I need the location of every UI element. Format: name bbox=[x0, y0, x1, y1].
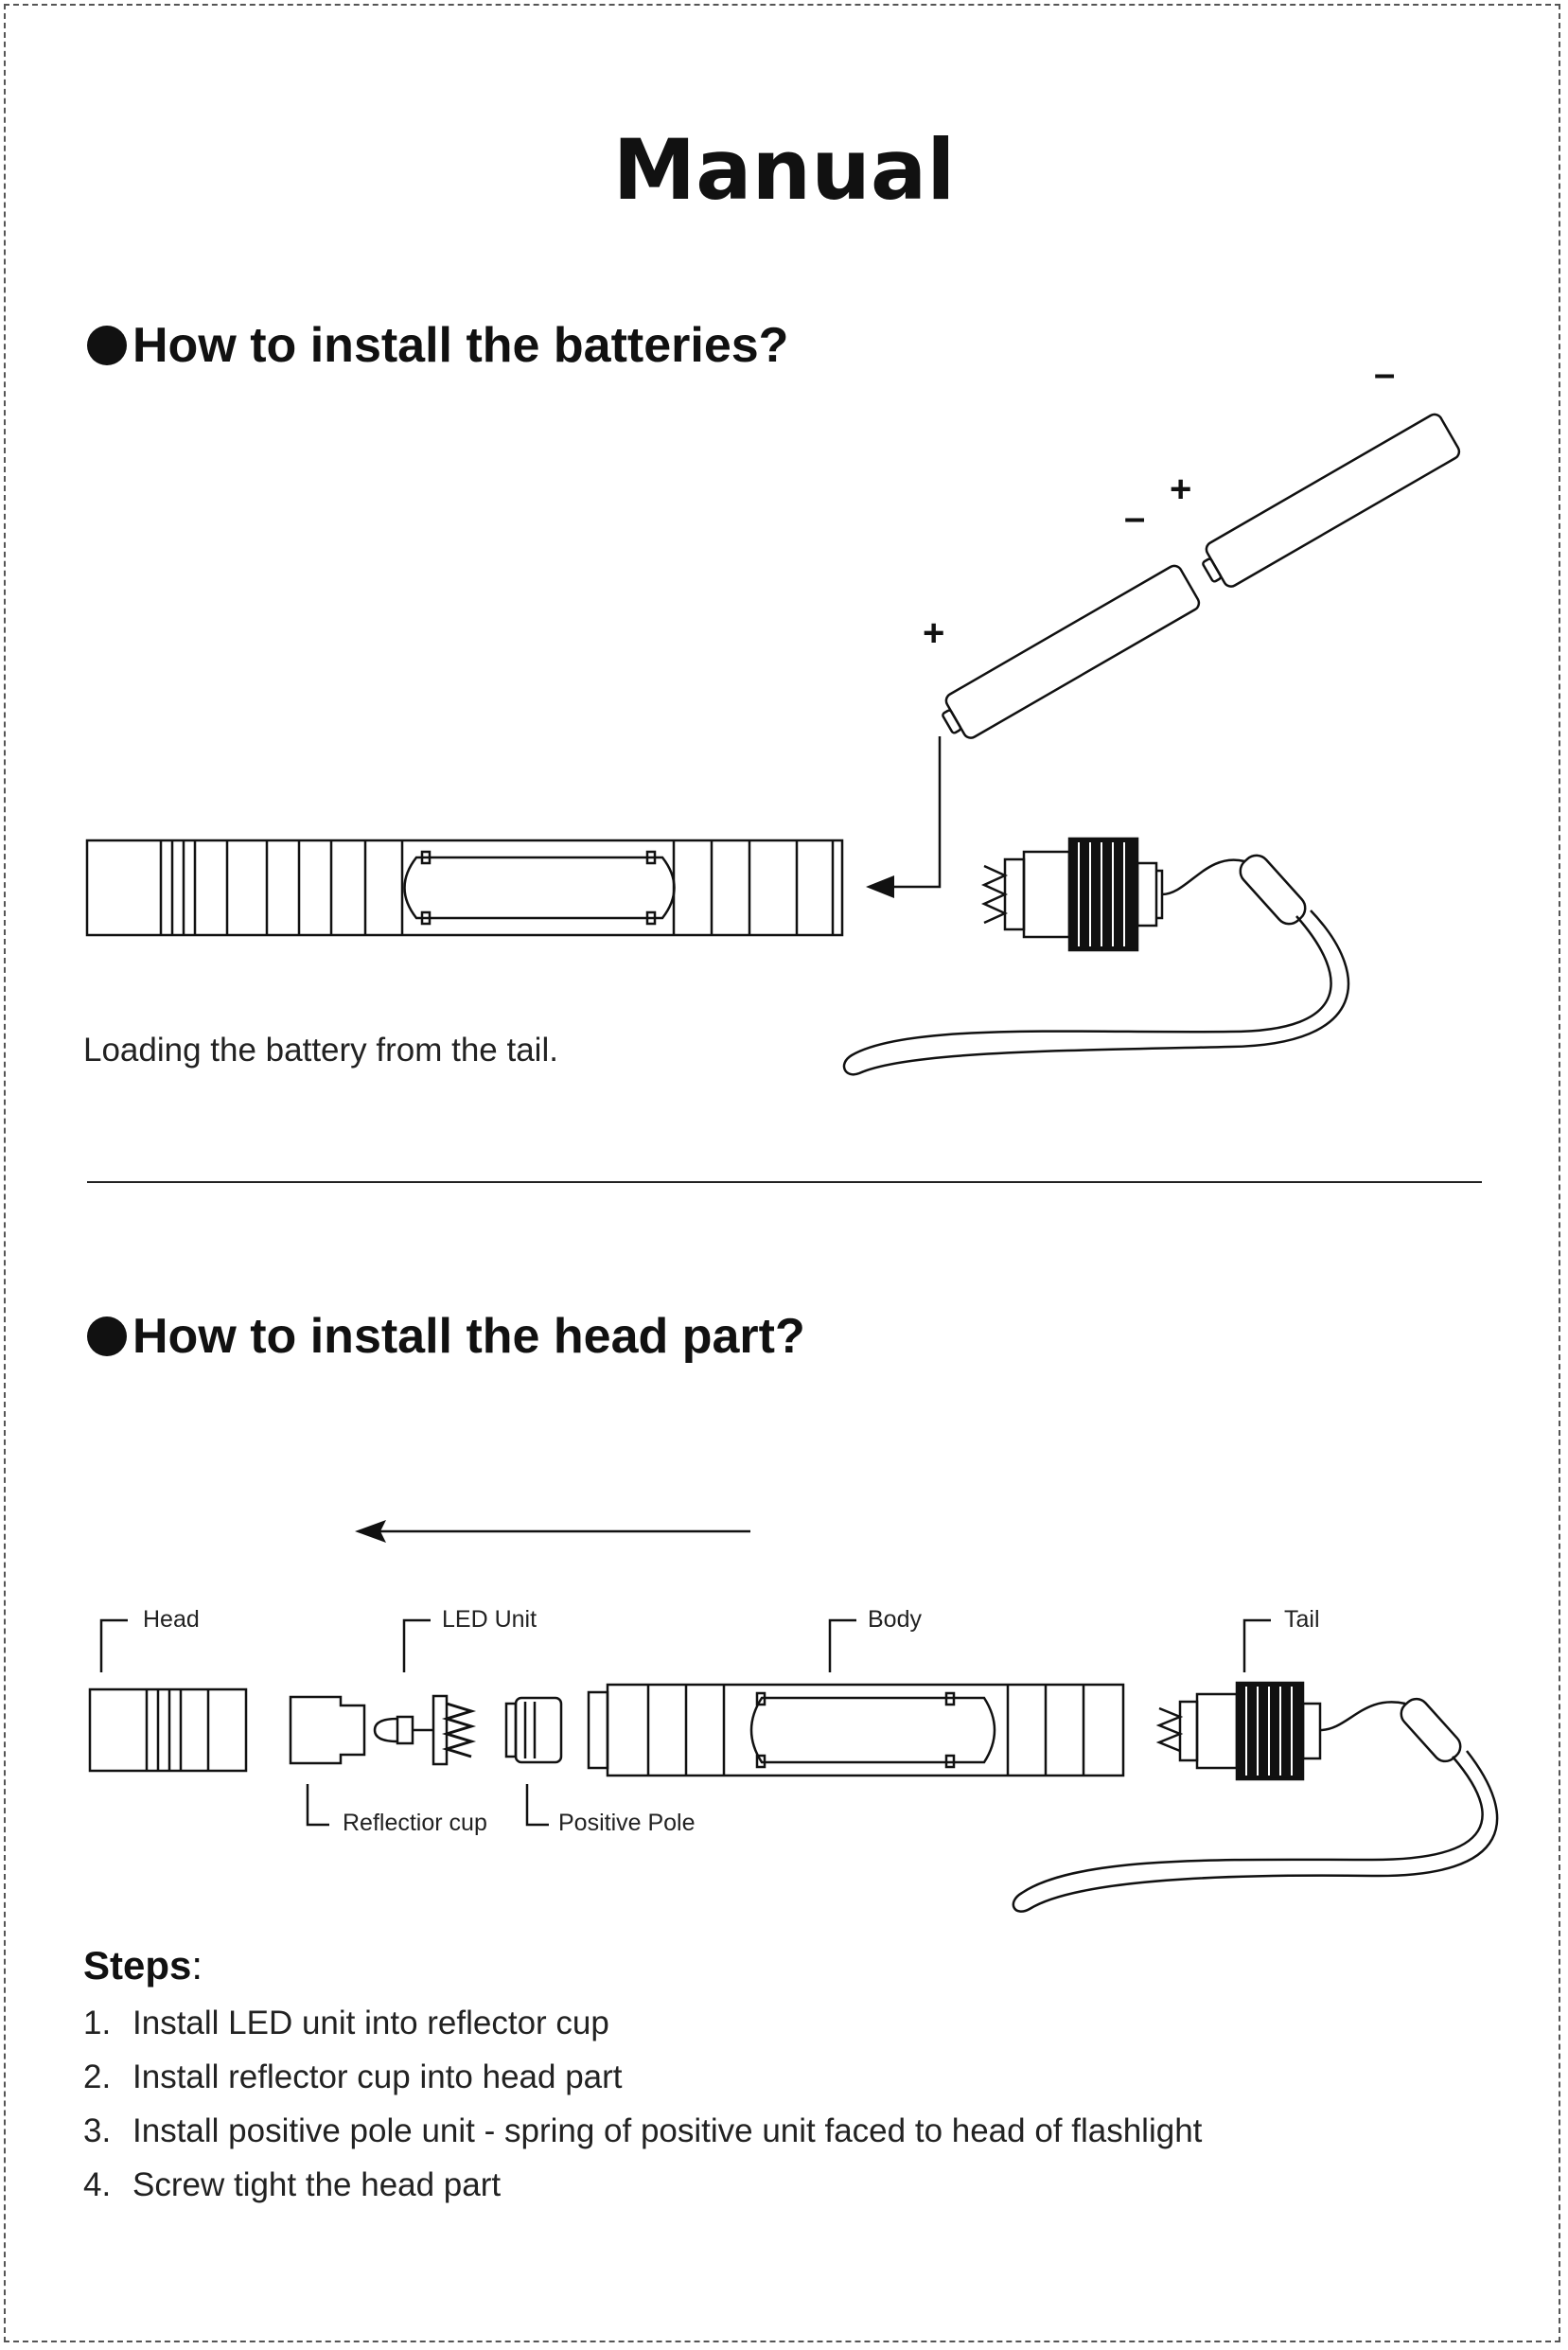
reflector-cup-callout bbox=[306, 1784, 329, 1827]
section-heading-head-part: How to install the head part? bbox=[87, 1308, 805, 1365]
step-text: Screw tight the head part bbox=[132, 2166, 502, 2203]
battery-2 bbox=[1202, 413, 1461, 588]
steps-heading: Steps: bbox=[83, 1943, 203, 1988]
label-tail: Tail bbox=[1284, 1606, 1320, 1633]
section-heading-batteries: How to install the batteries? bbox=[87, 317, 788, 374]
direction-arrow-icon bbox=[355, 1520, 750, 1543]
label-body: Body bbox=[868, 1606, 922, 1633]
insert-arrow-icon bbox=[866, 736, 942, 898]
step-text: Install reflector cup into head part bbox=[132, 2058, 623, 2095]
steps-list: 1. Install LED unit into reflector cup 2.… bbox=[83, 2005, 1202, 2220]
step-item: 4. Screw tight the head part bbox=[83, 2166, 1202, 2220]
tail-callout bbox=[1242, 1618, 1271, 1672]
section-divider bbox=[87, 1181, 1482, 1183]
section-heading-batteries-text: How to install the batteries? bbox=[132, 318, 789, 373]
step-item: 3. Install positive pole unit - spring of… bbox=[83, 2112, 1202, 2166]
tail-cap bbox=[980, 837, 1245, 952]
tail-lanyard bbox=[1012, 1697, 1499, 1913]
section-heading-head-part-text: How to install the head part? bbox=[132, 1309, 805, 1364]
battery2-minus-sign: – bbox=[1374, 353, 1395, 395]
head-part bbox=[88, 1687, 248, 1773]
head-callout bbox=[99, 1618, 128, 1672]
body-callout bbox=[828, 1618, 856, 1672]
battery-caption: Loading the battery from the tail. bbox=[83, 1032, 558, 1069]
lanyard bbox=[842, 854, 1350, 1076]
label-head: Head bbox=[143, 1606, 200, 1633]
battery1-plus-sign: + bbox=[923, 612, 944, 654]
positive-pole-callout bbox=[525, 1784, 549, 1827]
step-item: 2. Install reflector cup into head part bbox=[83, 2058, 1202, 2112]
step-number: 1. bbox=[83, 2005, 112, 2041]
step-text: Install LED unit into reflector cup bbox=[132, 2005, 609, 2041]
step-number: 3. bbox=[83, 2112, 112, 2149]
bullet-icon bbox=[87, 1316, 127, 1356]
steps-heading-text: Steps bbox=[83, 1943, 192, 1988]
label-led-unit: LED Unit bbox=[442, 1606, 537, 1633]
flashlight-body bbox=[85, 839, 844, 937]
page-title: Manual bbox=[612, 121, 956, 219]
battery1-minus-sign: – bbox=[1124, 497, 1145, 539]
body-part bbox=[587, 1683, 1125, 1777]
tail-part bbox=[1155, 1681, 1406, 1781]
led-unit-part bbox=[373, 1694, 477, 1766]
label-positive-pole: Positive Pole bbox=[558, 1810, 696, 1836]
label-reflector-cup: Reflectior cup bbox=[343, 1810, 487, 1836]
page-border bbox=[4, 4, 1560, 2342]
battery2-plus-sign: + bbox=[1170, 468, 1191, 510]
positive-pole-part bbox=[504, 1696, 563, 1764]
step-number: 2. bbox=[83, 2058, 112, 2095]
head-assembly-figure bbox=[88, 1520, 1499, 1913]
battery-installation-figure: + – + – bbox=[85, 353, 1461, 1076]
battery-1 bbox=[942, 564, 1201, 739]
reflector-cup-part bbox=[289, 1695, 366, 1765]
step-text: Install positive pole unit - spring of p… bbox=[132, 2112, 1203, 2149]
step-number: 4. bbox=[83, 2166, 112, 2203]
steps-heading-colon: : bbox=[191, 1943, 203, 1988]
led-unit-callout bbox=[402, 1618, 431, 1672]
bullet-icon bbox=[87, 326, 127, 365]
step-item: 1. Install LED unit into reflector cup bbox=[83, 2005, 1202, 2058]
